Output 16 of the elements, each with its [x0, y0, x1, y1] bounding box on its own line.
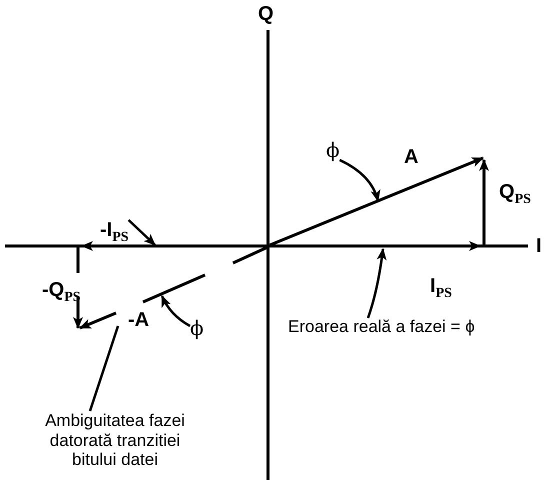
- leader-arrow: [128, 219, 156, 246]
- vector-label: Q$_{PS}$: [499, 182, 531, 207]
- leader-arrow: [160, 295, 191, 328]
- angle-label: ϕ: [190, 318, 204, 338]
- note-text: Ambiguitatea fazei datorată tranzitiei bitului datei: [40, 411, 190, 470]
- axis-label: Q: [258, 4, 274, 24]
- vector-label: I$_{PS}$: [430, 276, 452, 301]
- note-text: Eroarea reală a fazei = ϕ: [288, 318, 475, 335]
- vector-label: -I$_{PS}$: [100, 220, 129, 245]
- axis-label: I: [536, 236, 542, 256]
- leader-arrow: [339, 158, 380, 202]
- angle-label: ϕ: [326, 140, 340, 160]
- vector-label: -A: [128, 310, 150, 330]
- leader-line: [88, 326, 120, 412]
- vector-label: A: [404, 147, 418, 167]
- leader-arrow: [366, 248, 387, 318]
